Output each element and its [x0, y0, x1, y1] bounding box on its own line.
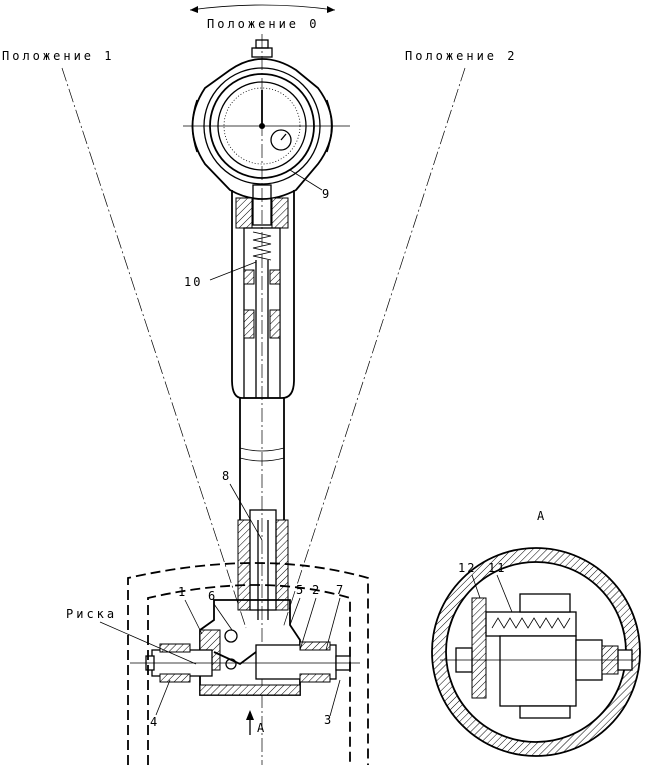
swing-arc: [189, 4, 336, 13]
callout-7: 7: [336, 583, 345, 597]
callout-3: 3: [324, 713, 333, 727]
callout-1: 1: [178, 585, 187, 599]
callout-10: 10: [184, 275, 202, 289]
risk-mark-leader: [99, 621, 197, 665]
callout-4: 4: [150, 715, 159, 729]
callout-2: 2: [312, 583, 321, 597]
view-arrow-a: [246, 710, 254, 735]
callout-5: 5: [296, 583, 305, 597]
position-1-axis-line: [61, 67, 247, 629]
callout-8: 8: [222, 469, 231, 483]
risk-mark-label: Риска: [66, 607, 117, 621]
position-1-label: Положение 1: [2, 49, 114, 63]
detail-view-a: [431, 547, 641, 757]
position-2-axis-line: [282, 67, 466, 629]
position-2-label: Положение 2: [405, 49, 517, 63]
position-0-label: Положение 0: [207, 17, 319, 31]
dial-indicator: [183, 39, 350, 200]
callout-11: 11: [488, 561, 506, 575]
bore-wall: [127, 562, 369, 765]
view-a-title: А: [537, 509, 546, 523]
callout-6: 6: [208, 589, 217, 603]
arrow-a-label: А: [257, 721, 266, 735]
callout-9: 9: [322, 187, 331, 201]
callout-12: 12: [458, 561, 476, 575]
callout-leaders: [155, 169, 341, 717]
handle-holder: [231, 184, 295, 399]
stem-rod: [239, 398, 285, 520]
measuring-head: [130, 509, 360, 696]
